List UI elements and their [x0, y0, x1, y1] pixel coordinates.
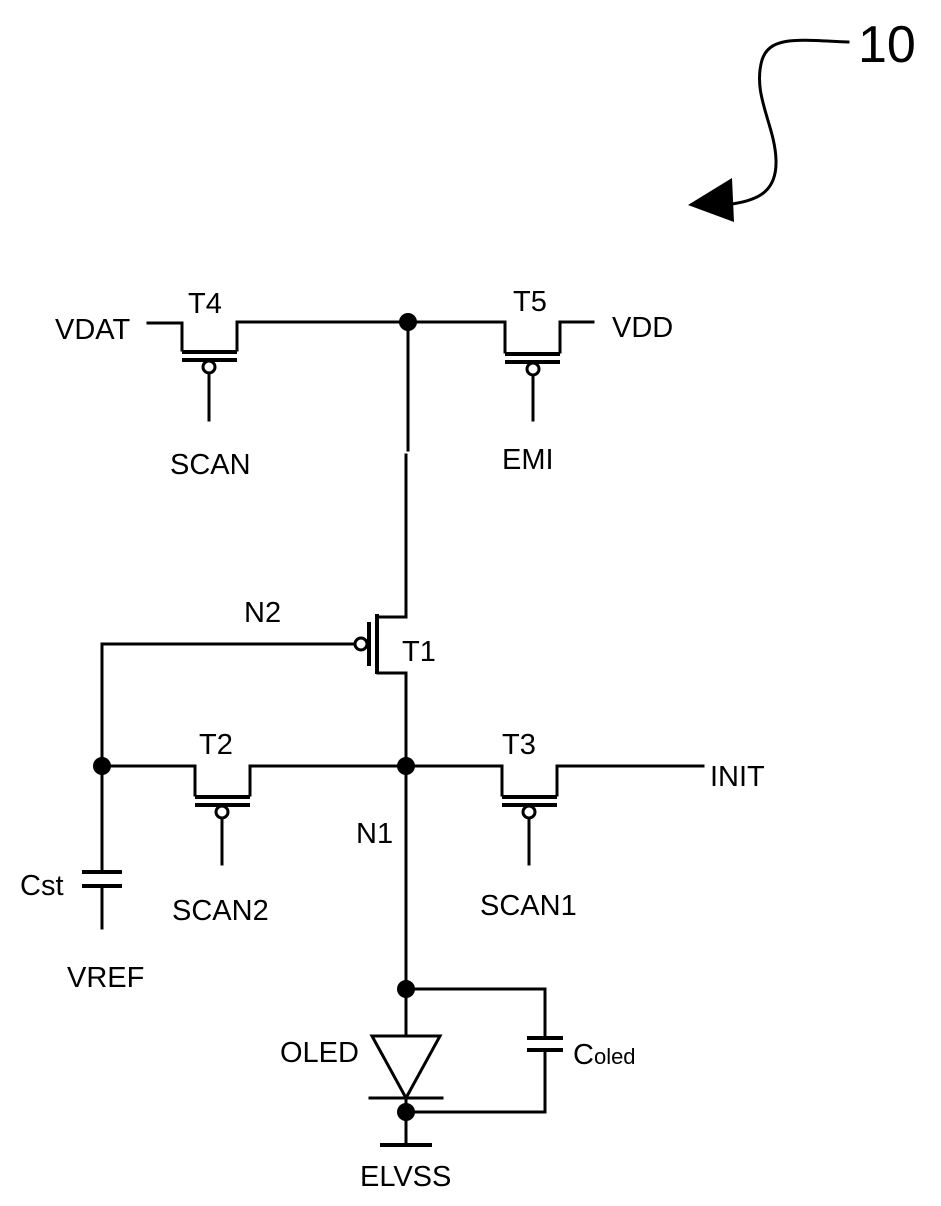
t4-gate-bubble — [203, 361, 215, 373]
figure-number: 10 — [858, 16, 916, 74]
junction-oled-bottom — [397, 1103, 415, 1121]
wire-t1-source — [378, 673, 406, 766]
wire-t4-node — [237, 322, 408, 350]
label-emi: EMI — [502, 444, 554, 476]
label-t1: T1 — [402, 636, 436, 668]
label-t4: T4 — [188, 288, 222, 320]
t5-gate-bubble — [527, 363, 539, 375]
wire-t3-init — [557, 766, 703, 795]
wire-t5-vdd — [560, 322, 593, 352]
label-n1: N1 — [356, 818, 393, 850]
wire-left-t2 — [102, 766, 195, 795]
label-init: INIT — [710, 761, 765, 793]
label-vdat: VDAT — [55, 314, 130, 346]
label-oled: OLED — [280, 1037, 359, 1069]
label-t5: T5 — [513, 286, 547, 318]
oled-diode-symbol — [372, 1036, 440, 1098]
label-scan2: SCAN2 — [172, 895, 269, 927]
label-scan: SCAN — [170, 449, 251, 481]
label-scan1: SCAN1 — [480, 890, 577, 922]
label-coled-sub: oled — [594, 1044, 636, 1069]
wire-t2-n1 — [250, 766, 406, 795]
junction-oled-top — [397, 980, 415, 998]
label-t2: T2 — [199, 729, 233, 761]
wire-vdat-t4 — [148, 323, 182, 350]
wire-coled-top — [406, 989, 545, 1036]
label-cst: Cst — [20, 870, 64, 902]
wire-top-to-t1-lower — [378, 455, 406, 617]
label-vref: VREF — [67, 962, 144, 994]
label-coled-main: C — [573, 1039, 594, 1071]
t1-gate-bubble — [355, 638, 367, 650]
reference-arrow-curve — [732, 40, 848, 204]
label-n2: N2 — [244, 597, 281, 629]
label-t3: T3 — [502, 729, 536, 761]
label-coled: Coled — [573, 1039, 636, 1071]
reference-arrow-head — [688, 178, 734, 222]
label-vdd: VDD — [612, 312, 673, 344]
wire-node-t5 — [408, 322, 505, 352]
t2-gate-bubble — [216, 806, 228, 818]
t3-gate-bubble — [523, 806, 535, 818]
label-elvss: ELVSS — [360, 1161, 451, 1193]
wire-n1-t3 — [406, 766, 502, 795]
